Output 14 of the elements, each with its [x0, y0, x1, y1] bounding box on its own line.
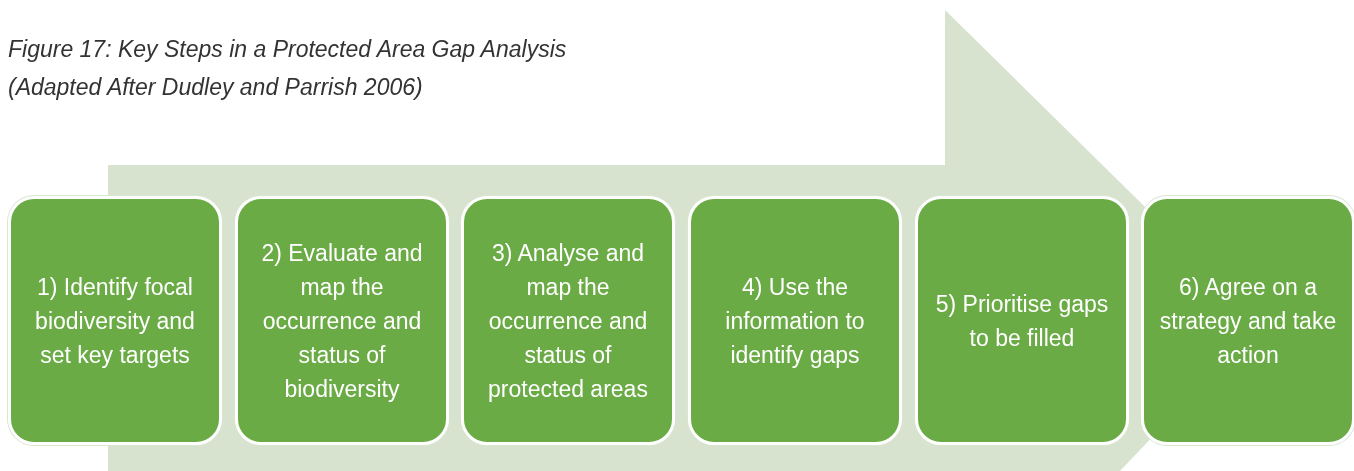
figure-title: Figure 17: Key Steps in a Protected Area Gap Analysis [8, 36, 567, 63]
step-text: 2) Evaluate and map the occurrence and status of biodiversity [260, 238, 424, 404]
figure-caption: (Adapted After Dudley and Parrish 2006) [8, 74, 423, 101]
step-text: 5) Prioritise gaps to be filled [934, 289, 1110, 353]
step-box [235, 196, 449, 445]
step-text: 6) Agree on a strategy and take action [1158, 272, 1338, 370]
step-text: 4) Use the information to identify gaps [724, 272, 866, 370]
step-box [461, 196, 675, 445]
step-box [1141, 196, 1354, 445]
step-text: 1) Identify focal biodiversity and set key targets [34, 272, 196, 370]
step-box [915, 196, 1129, 445]
step-text: 3) Analyse and map the occurrence and status of protected areas [487, 238, 649, 404]
step-box [8, 196, 222, 445]
step-box [688, 196, 902, 445]
